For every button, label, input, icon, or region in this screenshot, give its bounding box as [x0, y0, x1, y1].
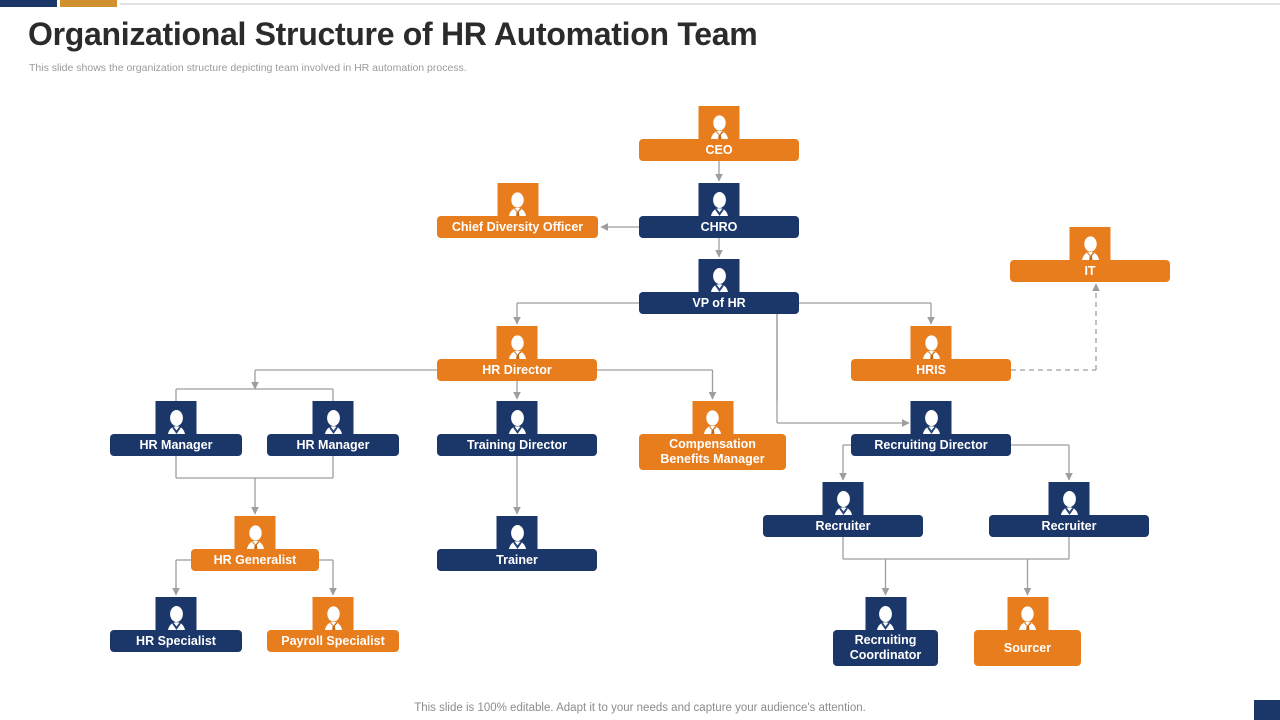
org-node-label: Recruiter: [763, 515, 923, 537]
org-node-label: HR Generalist: [191, 549, 319, 571]
org-node-label: Recruiting Coordinator: [833, 630, 938, 666]
org-node-label: Recruiting Director: [851, 434, 1011, 456]
corner-accent-block: [1254, 700, 1280, 720]
page-subtitle: This slide shows the organization struct…: [29, 62, 467, 74]
org-node-label: HR Manager: [110, 434, 242, 456]
org-node-label: Compensation Benefits Manager: [639, 434, 786, 470]
connector-layer: [172, 161, 1100, 596]
org-node-label: HRIS: [851, 359, 1011, 381]
slide-footer: This slide is 100% editable. Adapt it to…: [414, 702, 866, 714]
page-title: Organizational Structure of HR Automatio…: [28, 16, 758, 52]
org-node-label: Trainer: [437, 549, 597, 571]
org-node-label: Payroll Specialist: [267, 630, 399, 652]
org-node-label: Recruiter: [989, 515, 1149, 537]
org-node-label: HR Specialist: [110, 630, 242, 652]
accent-bar-navy: [0, 0, 57, 7]
org-node-label: CHRO: [639, 216, 799, 238]
accent-rule-gray: [120, 3, 1280, 5]
org-node-label: HR Director: [437, 359, 597, 381]
org-node-label: Sourcer: [974, 630, 1081, 666]
org-node-label: VP of HR: [639, 292, 799, 314]
org-node-label: Training Director: [437, 434, 597, 456]
org-chart: CEO CHRO Chief Diversity Officer VP of HR IT…: [0, 86, 1280, 686]
org-node-label: Chief Diversity Officer: [437, 216, 598, 238]
accent-bar-gold: [60, 0, 117, 7]
org-node-label: CEO: [639, 139, 799, 161]
org-node-label: HR Manager: [267, 434, 399, 456]
org-node-label: IT: [1010, 260, 1170, 282]
